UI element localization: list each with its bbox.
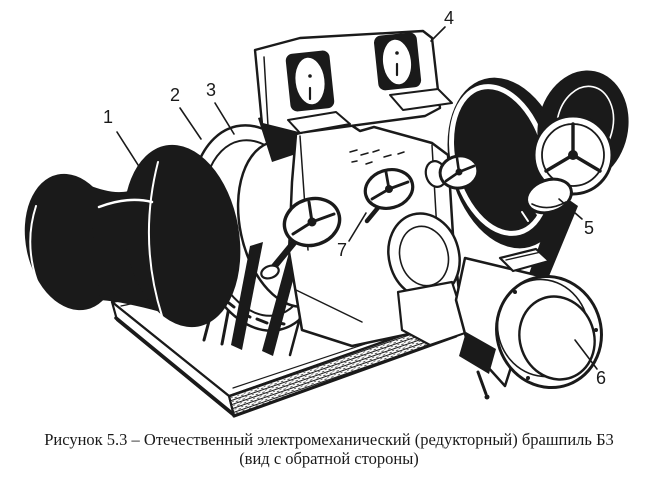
windlass-line-drawing (24, 26, 629, 418)
gauge-right (379, 36, 415, 88)
callout-2: 2 (170, 85, 181, 105)
callout-1: 1 (103, 107, 114, 127)
handwheel-small-right (424, 154, 480, 190)
warping-head-drum (24, 144, 241, 328)
callout-7: 7 (337, 240, 348, 260)
callout-3: 3 (206, 80, 217, 100)
caption-line-1: Рисунок 5.3 – Отечественный электромехан… (44, 430, 614, 449)
callout-6: 6 (596, 368, 607, 388)
control-box (253, 29, 453, 135)
windlass-illustration: 1 2 3 4 5 6 7 (24, 8, 629, 418)
gauge-left (292, 54, 328, 108)
brake-arm (524, 192, 578, 298)
electric-motor (396, 247, 603, 400)
handwheel-small-center (363, 168, 415, 224)
callout-5: 5 (584, 218, 595, 238)
brake-handwheel (532, 114, 614, 196)
caption-line-2: (вид с обратной стороны) (239, 449, 419, 468)
handwheel-small-left (260, 196, 342, 280)
callout-4: 4 (444, 8, 455, 28)
figure-caption: Рисунок 5.3 – Отечественный электромехан… (0, 430, 658, 468)
leader-lines (116, 26, 598, 370)
